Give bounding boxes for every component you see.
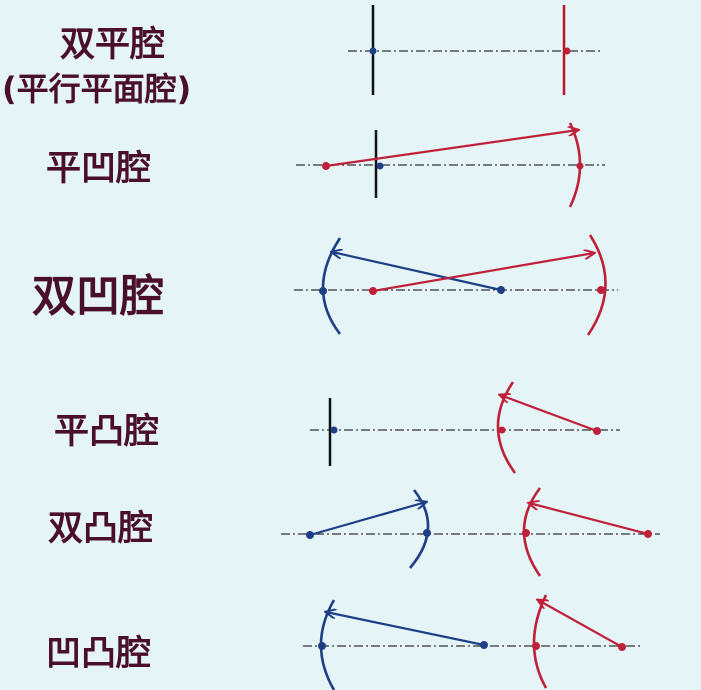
cavity-convex-convex [281, 487, 660, 577]
ray [325, 130, 578, 168]
center-of-curvature-left [497, 286, 505, 294]
center-of-curvature-right [369, 287, 377, 295]
mirror-vertex-convex [498, 426, 506, 434]
convex-mirror [532, 594, 548, 689]
convex-mirror [496, 381, 517, 474]
mirror-vertex-right [532, 642, 540, 650]
ray-blue [332, 252, 502, 292]
convex-mirror-left [409, 489, 430, 569]
ray [500, 395, 598, 433]
label-plane-plane: 双平腔 [60, 25, 166, 65]
concave-mirror-right [586, 234, 607, 336]
cavity-plane-concave [296, 122, 605, 208]
ray-origin-right [644, 530, 652, 538]
mirror-vertex-right [563, 47, 571, 55]
ray-red [538, 600, 623, 648]
mirror-vertex-concave [576, 162, 584, 170]
label-plane-convex: 平凸腔 [54, 412, 160, 452]
mirror-vertex-right [597, 286, 605, 294]
ray-blue [326, 612, 485, 647]
label-convex-convex: 双凸腔 [48, 509, 154, 549]
ray-red [529, 503, 649, 536]
ray-origin [618, 643, 626, 651]
mirror-vertex-left [319, 287, 327, 295]
mirror-vertex-flat [376, 162, 384, 170]
ray-origin [593, 427, 601, 435]
mirror-vertex-left [318, 642, 326, 650]
ray-blue [309, 502, 426, 537]
label-plane-plane-note: (平行平面腔) [2, 70, 192, 108]
label-plane-concave: 平凹腔 [46, 149, 152, 189]
cavity-plane-plane [348, 5, 600, 95]
mirror-vertex-flat [330, 426, 338, 434]
cavity-concave-convex [303, 594, 640, 690]
mirror-vertex-right [522, 529, 530, 537]
center-of-curvature [480, 641, 488, 649]
ray-red [372, 253, 594, 293]
label-concave-concave: 双凹腔 [32, 271, 164, 322]
cavity-plane-convex [310, 381, 620, 474]
ray-origin-left [306, 531, 314, 539]
label-concave-convex: 凹凸腔 [46, 634, 152, 674]
center-of-curvature [322, 162, 330, 170]
mirror-vertex-left [369, 47, 377, 55]
cavity-concave-concave [294, 234, 618, 336]
mirror-vertex-left [423, 529, 431, 537]
